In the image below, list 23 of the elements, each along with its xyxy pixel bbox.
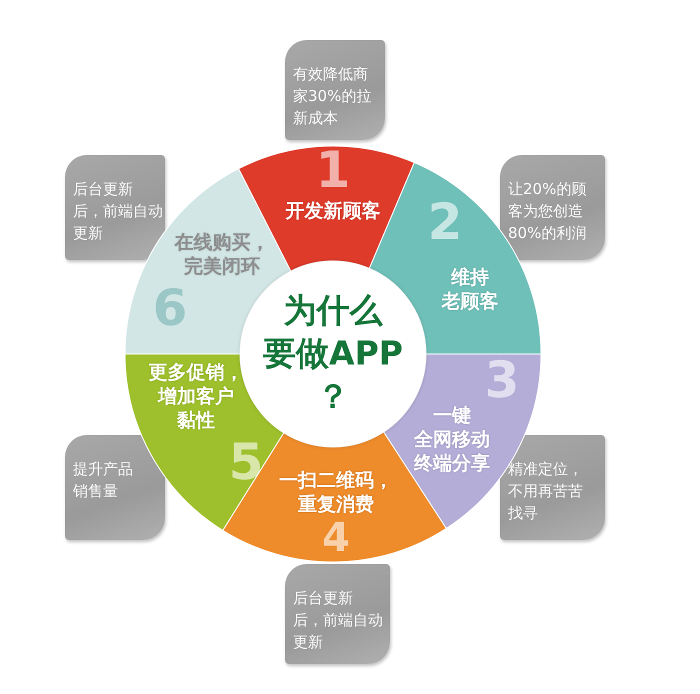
callout-card: [500, 155, 605, 260]
callout-text: 让20%的顾客为您创造80%的利润: [508, 179, 586, 244]
segment-label: 维持老顾客: [442, 266, 498, 314]
step-number: 4: [322, 518, 350, 558]
segment-label: 一键全网移动终端分享: [414, 404, 490, 476]
step-number: 2: [428, 197, 462, 247]
callout-text: 后台更新后，前端自动更新: [73, 179, 163, 244]
segment-label: 开发新顾客: [286, 200, 380, 224]
callout-text: 后台更新后，前端自动更新: [293, 588, 383, 652]
callout-card: [285, 564, 390, 664]
callout-text: 有效降低商家30%的拉新成本: [293, 64, 372, 128]
center-question: 为什么要做APP？: [263, 290, 403, 418]
callout-text: 提升产品销售量: [73, 459, 133, 502]
callout-card: [285, 40, 385, 140]
segment-label: 一扫二维码，重复消费: [279, 469, 393, 517]
callout-card: [65, 155, 165, 260]
callout-card: [65, 435, 165, 540]
segment-label: 更多促销，增加客户黏性: [148, 361, 244, 433]
callout-text: 精准定位，不用再苦苦找寻: [508, 459, 583, 524]
step-number: 5: [228, 437, 264, 487]
step-number: 1: [316, 145, 350, 195]
callout-card: [500, 435, 605, 540]
segment-label: 在线购买，完美闭环: [174, 231, 270, 279]
